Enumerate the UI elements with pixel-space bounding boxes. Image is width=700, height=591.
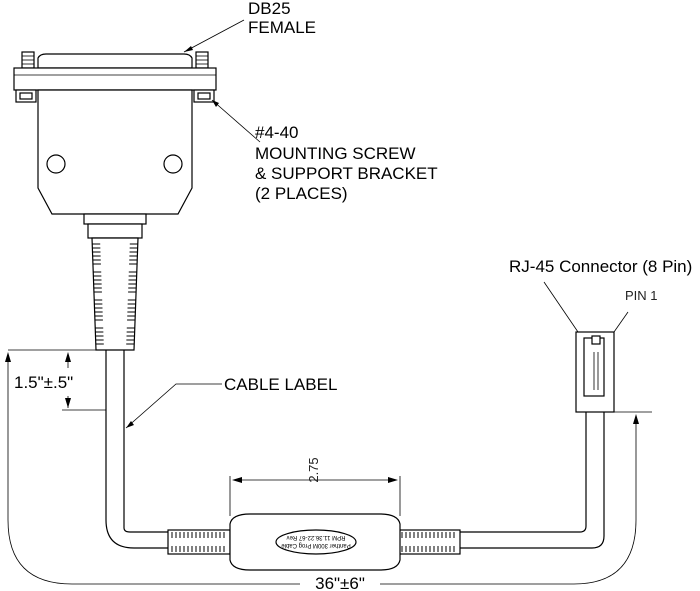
label-text-line1: Panther 300M Prog Cable xyxy=(281,542,351,548)
cable-label-tube: Panther 300M Prog Cable RPM 11.36.22-67 … xyxy=(167,513,461,571)
label-text-line2: RPM 11.36.22-67 Rev xyxy=(287,534,346,540)
rj45-label: RJ-45 Connector (8 Pin) xyxy=(509,257,692,276)
rj45-connector xyxy=(575,331,615,413)
dim-label-offset: 1.5"±.5" xyxy=(14,373,73,392)
screw-label-line1: #4-40 xyxy=(255,123,298,142)
db25-label-line2: FEMALE xyxy=(248,18,316,37)
pin1-label: PIN 1 xyxy=(625,288,658,303)
screw-label-line3: & SUPPORT BRACKET xyxy=(255,164,438,183)
db25-label-line1: DB25 xyxy=(248,0,291,18)
cable-label-callout: CABLE LABEL xyxy=(224,375,337,394)
dimensions xyxy=(5,349,652,585)
screw-label-line2: MOUNTING SCREW xyxy=(255,144,416,163)
leaders xyxy=(125,19,629,429)
cable xyxy=(105,350,605,549)
db25-connector xyxy=(13,51,217,225)
strain-relief xyxy=(87,223,143,351)
dim-label-width: 2.75 xyxy=(306,457,321,482)
dim-total-length: 36"±6" xyxy=(315,574,365,591)
screw-label-line4: (2 PLACES) xyxy=(255,184,348,203)
